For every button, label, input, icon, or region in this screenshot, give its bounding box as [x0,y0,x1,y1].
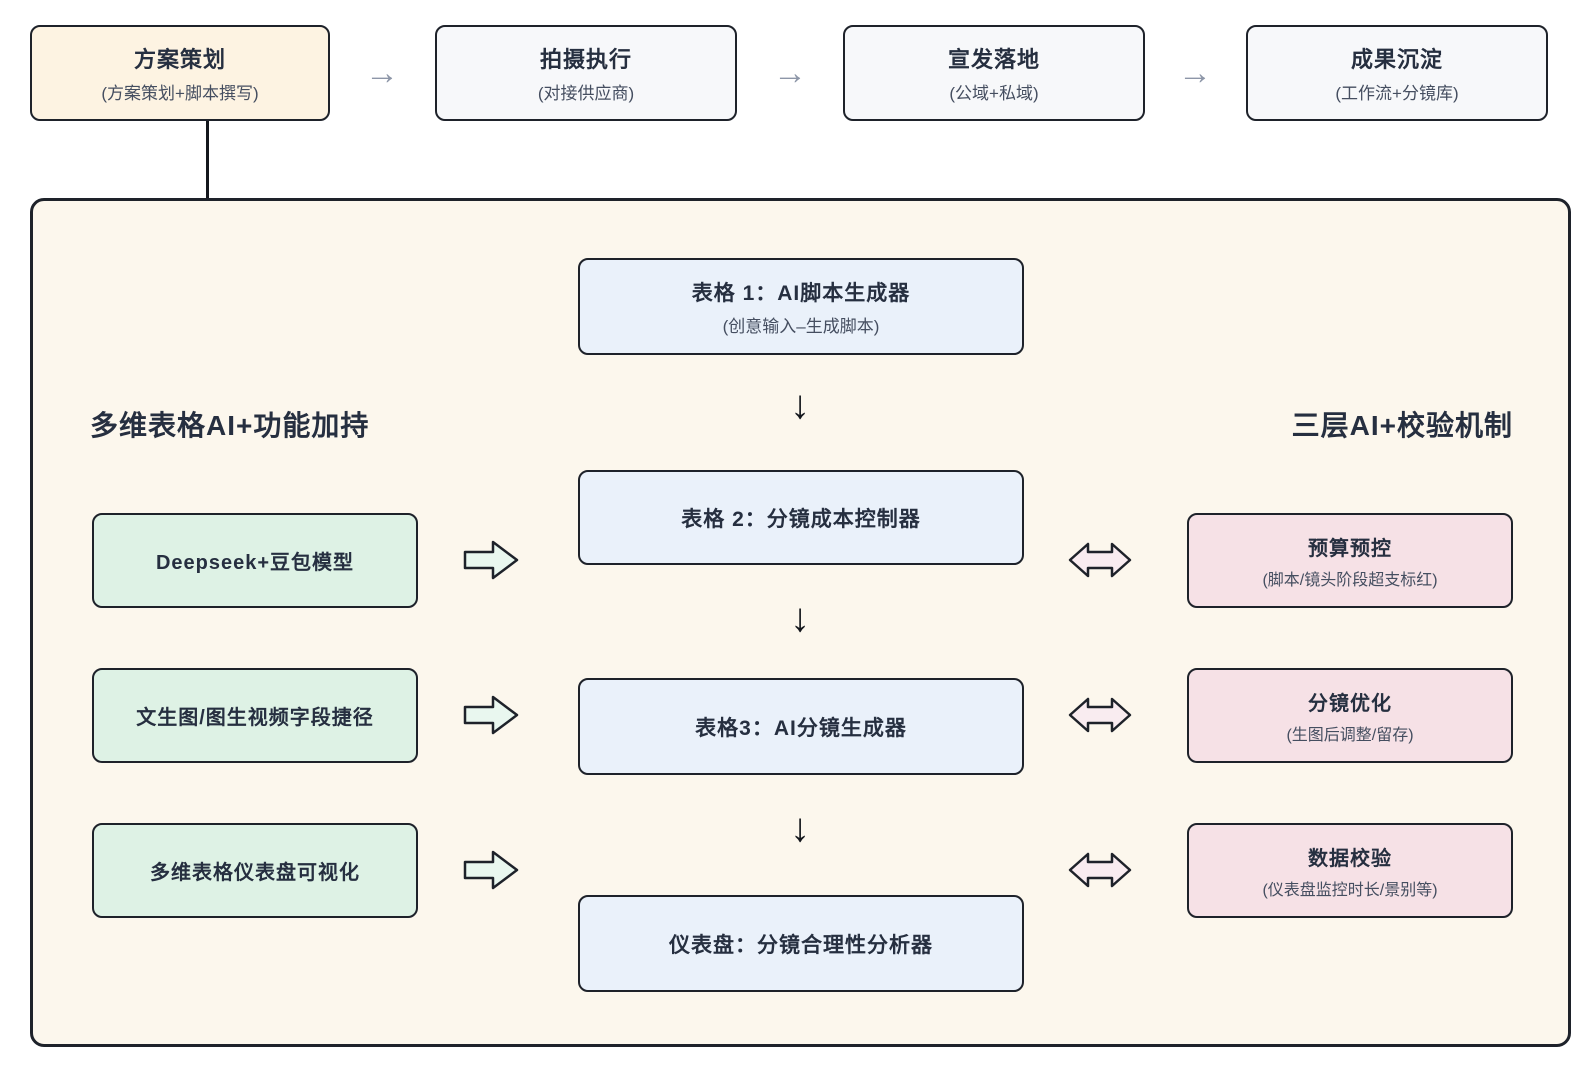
down-arrow-icon: ↓ [790,596,810,640]
stage-title: 宣发落地 [947,47,1040,72]
stage-box-archive: 成果沉淀 (工作流+分镜库) [1246,25,1548,121]
check-subtitle: (生图后调整/留存) [1286,726,1414,744]
stage-subtitle: (方案策划+脚本撰写) [101,84,259,103]
feature-arrow-icon [463,850,519,890]
table-box-cost-controller: 表格 2：分镜成本控制器 [578,470,1024,565]
stage-box-publish: 宣发落地 (公域+私域) [843,25,1145,121]
dashboard-box-analyzer: 仪表盘：分镜合理性分析器 [578,895,1024,992]
stage-box-plan: 方案策划 (方案策划+脚本撰写) [30,25,330,121]
stage-title: 方案策划 [133,47,226,72]
check-title: 预算预控 [1308,537,1392,560]
table-title: 表格 1：AI脚本生成器 [691,281,911,305]
flow-arrow-icon: → [773,54,807,92]
check-box-data-validation: 数据校验 (仪表盘监控时长/景别等) [1187,823,1513,918]
feature-box-models: Deepseek+豆包模型 [92,513,418,608]
feature-arrow-icon [463,540,519,580]
table-title: 表格3：AI分镜生成器 [695,716,907,740]
check-title: 数据校验 [1308,847,1392,870]
feature-label: Deepseek+豆包模型 [155,552,355,574]
table-box-script-generator: 表格 1：AI脚本生成器 (创意输入–生成脚本) [578,258,1024,355]
check-subtitle: (仪表盘监控时长/景别等) [1262,881,1438,899]
stage-subtitle: (对接供应商) [537,84,635,103]
down-arrow-icon: ↓ [790,806,810,850]
check-box-budget: 预算预控 (脚本/镜头阶段超支标红) [1187,513,1513,608]
connector-vertical-line [206,121,209,206]
check-box-storyboard-optimize: 分镜优化 (生图后调整/留存) [1187,668,1513,763]
flow-arrow-icon: → [1178,54,1212,92]
sync-arrow-icon [1068,697,1132,733]
stage-title: 成果沉淀 [1350,47,1443,72]
feature-box-shortcut: 文生图/图生视频字段捷径 [92,668,418,763]
feature-arrow-icon [463,695,519,735]
sync-arrow-icon [1068,542,1132,578]
down-arrow-icon: ↓ [790,383,810,427]
stage-subtitle: (工作流+分镜库) [1335,84,1459,103]
feature-label: 多维表格仪表盘可视化 [150,862,360,884]
check-subtitle: (脚本/镜头阶段超支标红) [1262,571,1438,589]
flow-arrow-icon: → [365,54,399,92]
feature-box-dashboard-viz: 多维表格仪表盘可视化 [92,823,418,918]
table-title: 表格 2：分镜成本控制器 [681,507,921,531]
check-title: 分镜优化 [1308,692,1392,715]
table-title: 仪表盘：分镜合理性分析器 [669,933,933,957]
left-section-heading: 多维表格AI+功能加持 [90,410,370,441]
stage-title: 拍摄执行 [539,47,632,72]
feature-label: 文生图/图生视频字段捷径 [136,707,374,729]
stage-box-shoot: 拍摄执行 (对接供应商) [435,25,737,121]
sync-arrow-icon [1068,852,1132,888]
table-subtitle: (创意输入–生成脚本) [722,316,880,336]
stage-subtitle: (公域+私域) [949,84,1039,103]
right-section-heading: 三层AI+校验机制 [1291,410,1513,441]
table-box-storyboard-generator: 表格3：AI分镜生成器 [578,678,1024,775]
